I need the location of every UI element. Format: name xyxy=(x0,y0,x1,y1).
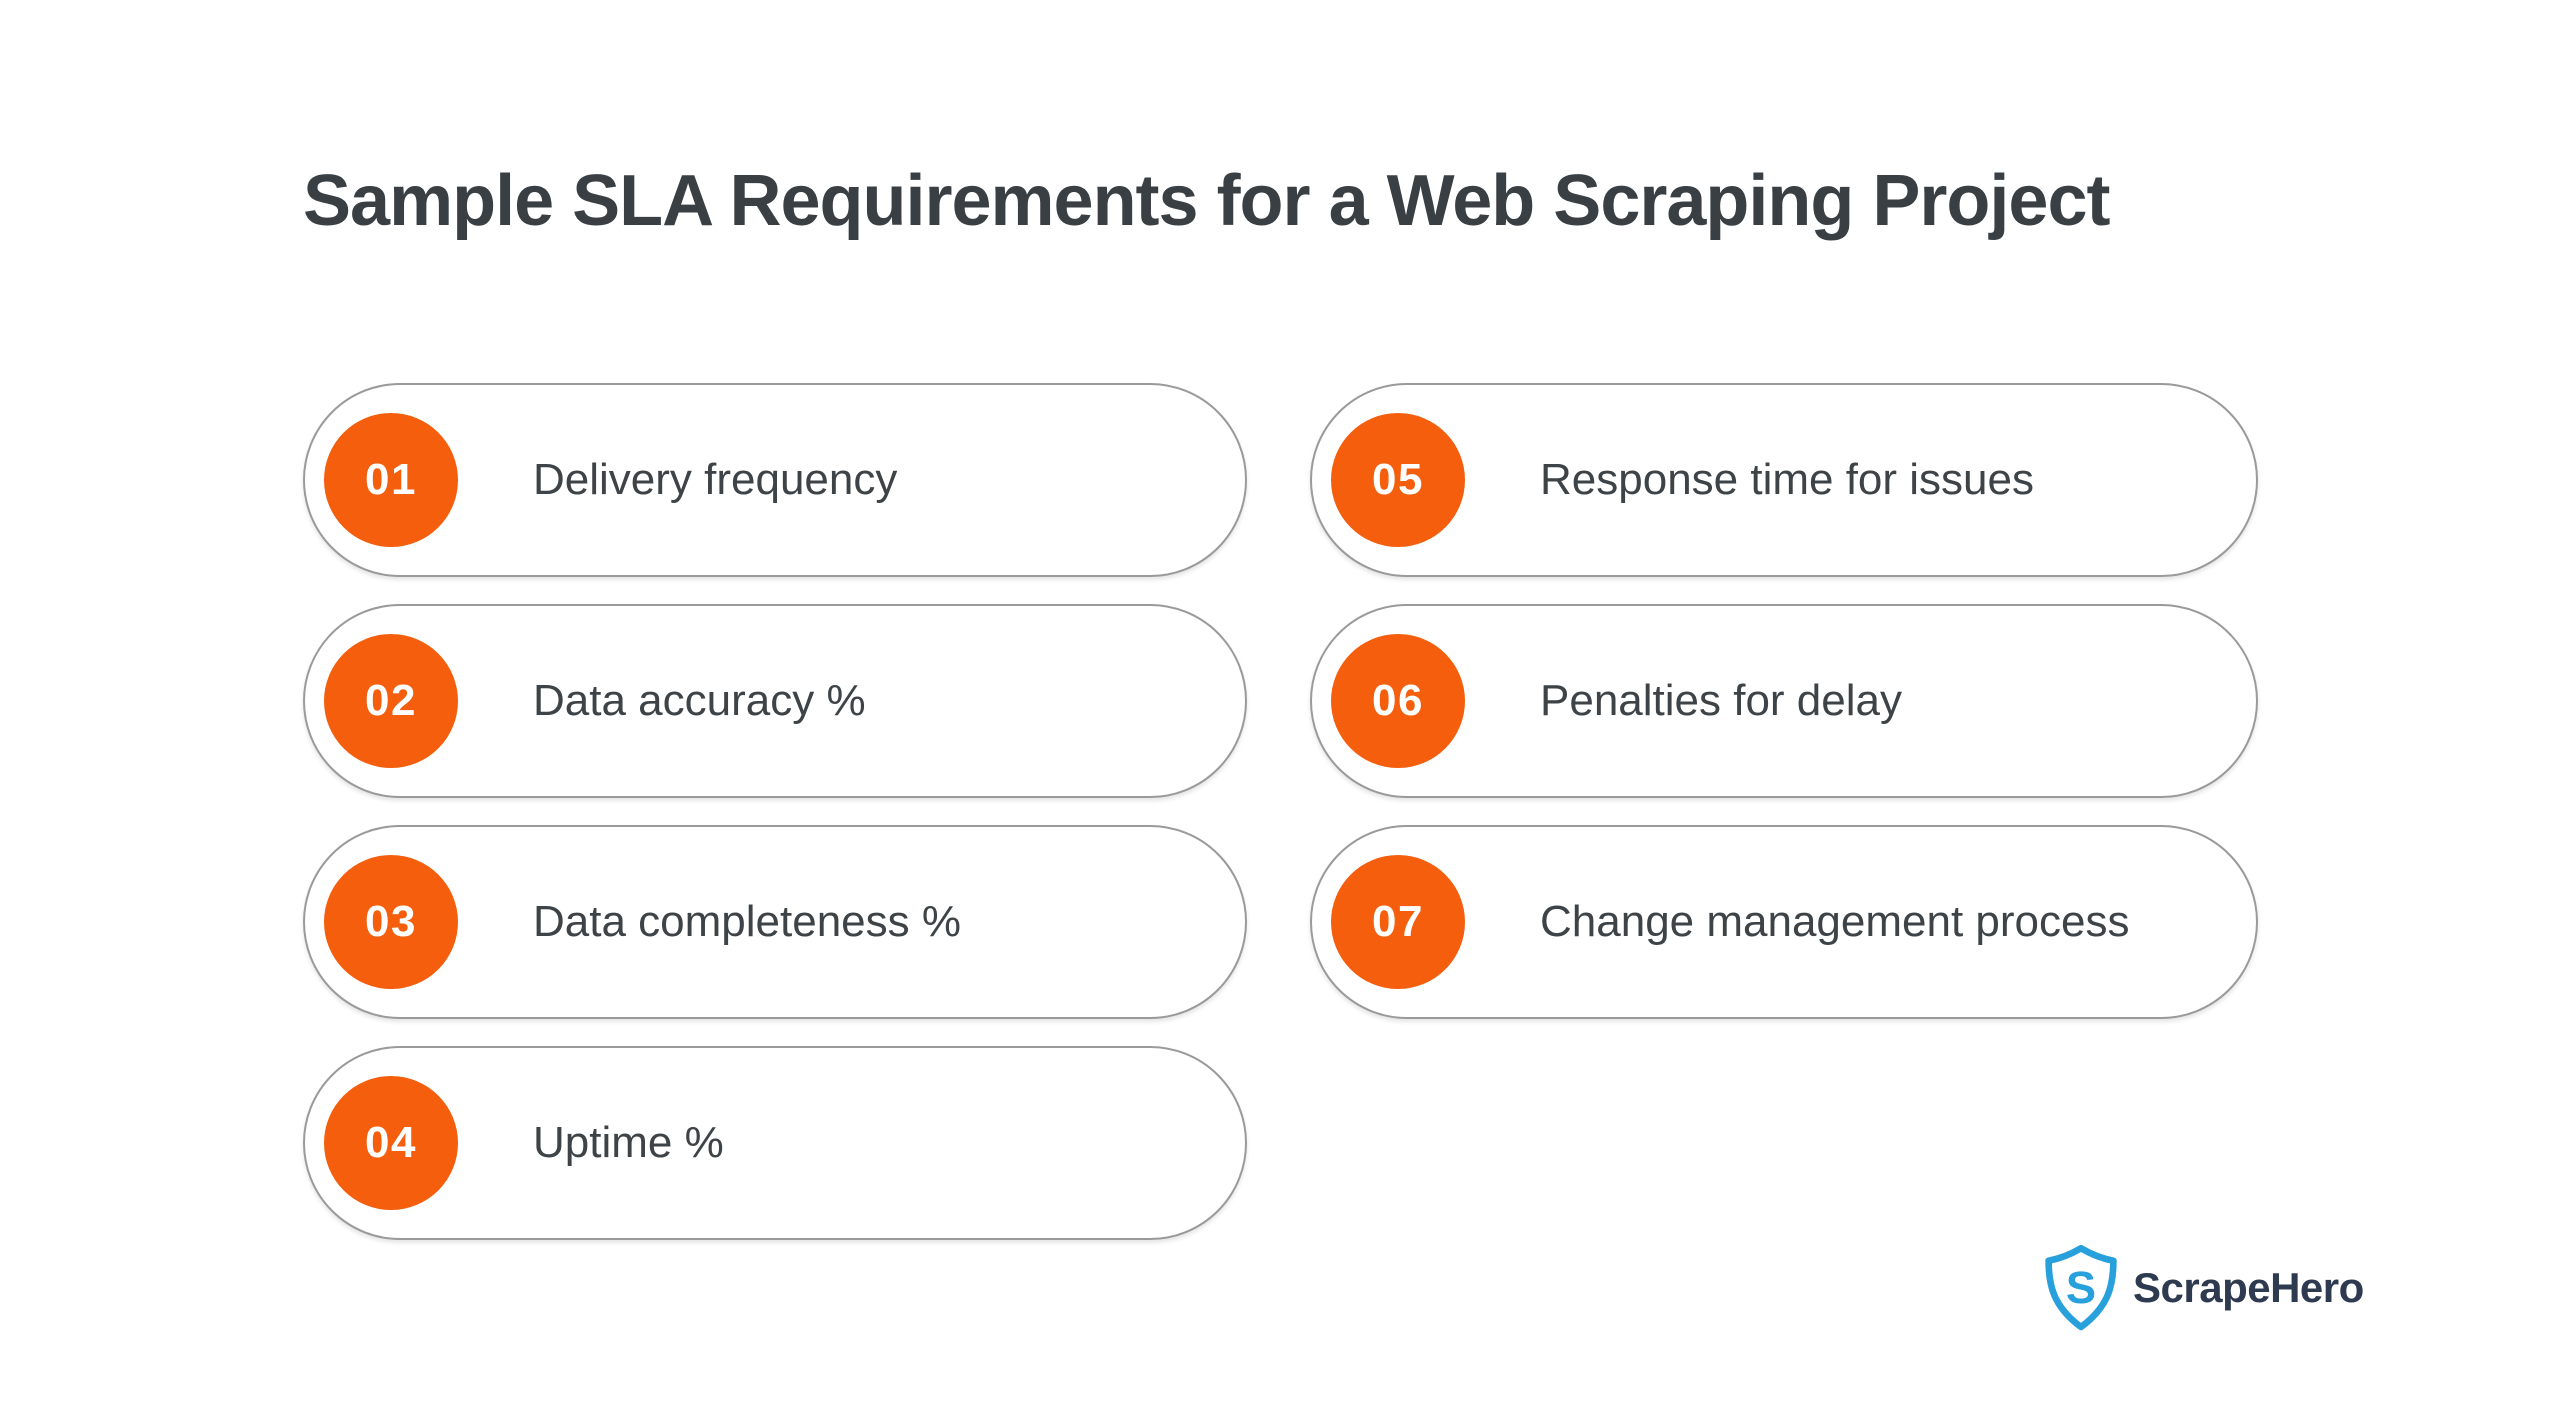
item-label: Penalties for delay xyxy=(1540,676,1902,725)
item-number-badge: 07 xyxy=(1331,855,1465,989)
scrapehero-logo: S ScrapeHero xyxy=(2042,1243,2364,1333)
sla-item-penalties: 06 Penalties for delay xyxy=(1310,604,2258,798)
item-number-badge: 05 xyxy=(1331,413,1465,547)
item-number-badge: 02 xyxy=(324,634,458,768)
scrapehero-logo-text: ScrapeHero xyxy=(2133,1264,2364,1311)
item-label: Data accuracy % xyxy=(533,676,866,725)
item-number-badge: 01 xyxy=(324,413,458,547)
item-number-badge: 03 xyxy=(324,855,458,989)
scrapehero-shield-icon: S xyxy=(2042,1243,2120,1333)
sla-list-right-column: 05 Response time for issues 06 Penalties… xyxy=(1310,383,2258,1019)
item-label: Change management process xyxy=(1540,897,2130,946)
item-label: Response time for issues xyxy=(1540,455,2034,504)
sla-item-response-time: 05 Response time for issues xyxy=(1310,383,2258,577)
item-number-badge: 04 xyxy=(324,1076,458,1210)
sla-item-uptime: 04 Uptime % xyxy=(303,1046,1247,1240)
page-title: Sample SLA Requirements for a Web Scrapi… xyxy=(303,161,2110,241)
svg-text:S: S xyxy=(2066,1262,2096,1313)
sla-item-data-accuracy: 02 Data accuracy % xyxy=(303,604,1247,798)
item-label: Uptime % xyxy=(533,1118,724,1167)
sla-list-left-column: 01 Delivery frequency 02 Data accuracy %… xyxy=(303,383,1247,1240)
sla-item-change-management: 07 Change management process xyxy=(1310,825,2258,1019)
item-label: Data completeness % xyxy=(533,897,961,946)
sla-item-delivery-frequency: 01 Delivery frequency xyxy=(303,383,1247,577)
item-number-badge: 06 xyxy=(1331,634,1465,768)
sla-item-data-completeness: 03 Data completeness % xyxy=(303,825,1247,1019)
item-label: Delivery frequency xyxy=(533,455,898,504)
